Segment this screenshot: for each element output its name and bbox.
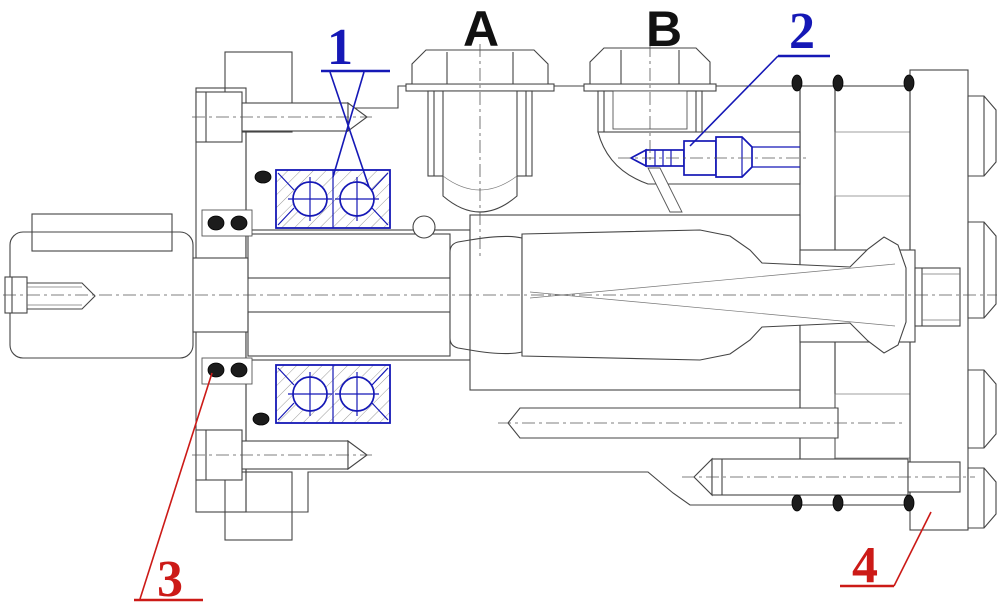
end-cap-recess: [914, 267, 961, 327]
callout-1-label: 1: [327, 19, 353, 76]
callout-2: 2: [689, 3, 830, 147]
callout-4-label: 4: [852, 537, 878, 594]
callout-3-leader: [134, 372, 213, 602]
locating-pin: [412, 215, 436, 239]
face-seal-item4: [903, 494, 915, 512]
callout-4: 4: [840, 511, 932, 594]
port-A-label: A: [463, 1, 499, 57]
callout-2-label: 2: [789, 3, 815, 60]
mounting-boss-bottom: [224, 471, 293, 541]
needle-valve-screw: [629, 136, 800, 178]
o-ring-seals: [201, 74, 915, 512]
bearing-bottom: [275, 364, 391, 424]
shaft-seal-item3: [207, 362, 225, 378]
cardan-shaft: [521, 229, 907, 361]
main-housing: [245, 85, 801, 513]
centerlines: [3, 44, 997, 478]
shaft-thread-hole: [4, 276, 96, 314]
shaft-key: [31, 213, 173, 252]
callout-2-leader: [689, 54, 830, 147]
end-cap-bolt-heads: [967, 95, 997, 529]
drilling-slot: [647, 167, 683, 213]
callout-4-leader: [840, 511, 932, 588]
callout-1-leader: [321, 69, 390, 188]
bearing-top: [275, 169, 391, 229]
callout-3-label: 3: [157, 551, 183, 605]
port-B-label: B: [646, 1, 682, 57]
callout-1: 1: [321, 19, 390, 188]
callout-3: 3: [134, 372, 213, 605]
